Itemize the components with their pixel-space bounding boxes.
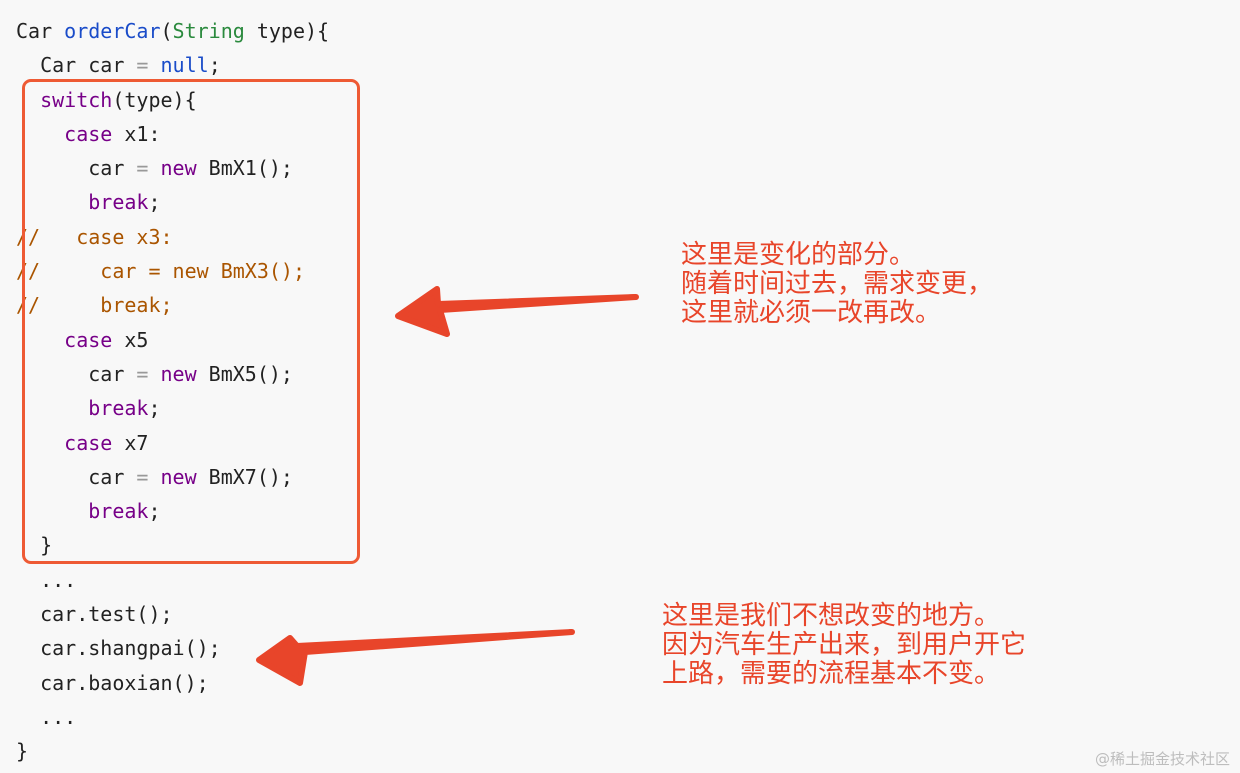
code-token: new bbox=[160, 361, 197, 386]
code-token: break bbox=[88, 396, 149, 421]
code-token: Car bbox=[16, 19, 65, 43]
code-token: new bbox=[160, 464, 197, 489]
annotation-changing-line2: 随着时间过去，需求变更， bbox=[681, 269, 994, 299]
code-line: // break; bbox=[16, 288, 329, 322]
annotation-changing-line3: 这里就必须一改再改。 bbox=[681, 298, 942, 328]
code-token: // break; bbox=[16, 293, 173, 318]
switch-highlight-box bbox=[22, 79, 360, 564]
code-line: } bbox=[16, 734, 329, 768]
code-token: switch bbox=[40, 87, 113, 112]
annotation-stable-line2: 因为汽车生产出来，到用户开它 bbox=[662, 630, 1027, 660]
code-line: car = new BmX7(); bbox=[16, 460, 329, 494]
code-token: x7 bbox=[112, 430, 149, 455]
code-token: = bbox=[136, 53, 149, 78]
code-token: (type){ bbox=[112, 87, 197, 112]
code-token: case bbox=[64, 121, 113, 146]
code-line: car.test(); bbox=[16, 597, 329, 631]
code-line: car = new BmX1(); bbox=[16, 151, 329, 185]
code-token: } bbox=[16, 533, 53, 558]
annotation-changing: 这里是变化的部分。 随着时间过去，需求变更， 这里就必须一改再改。 bbox=[681, 241, 993, 328]
annotation-changing-line1: 这里是变化的部分。 bbox=[681, 240, 916, 270]
code-line: break; bbox=[16, 185, 329, 219]
code-token: = bbox=[136, 156, 149, 181]
code-token: break bbox=[88, 190, 149, 215]
code-token: car bbox=[16, 156, 137, 181]
code-token: BmX7(); bbox=[196, 464, 293, 489]
code-line: ... bbox=[16, 700, 329, 734]
arrow-to-switch bbox=[395, 286, 639, 337]
code-token: break bbox=[88, 499, 149, 524]
code-token: ( bbox=[160, 19, 173, 43]
code-token: = bbox=[136, 361, 149, 386]
code-token: orderCar bbox=[64, 19, 161, 43]
code-token: car bbox=[16, 464, 137, 489]
code-line: car.baoxian(); bbox=[16, 666, 329, 700]
code-token: = bbox=[136, 464, 149, 489]
annotation-stable-line3: 上路，需要的流程基本不变。 bbox=[662, 659, 1001, 689]
code-token: car.test(); bbox=[16, 602, 173, 627]
code-line: break; bbox=[16, 494, 329, 528]
code-token: car bbox=[16, 361, 137, 386]
code-line: case x7 bbox=[16, 426, 329, 460]
code-token: BmX5(); bbox=[196, 361, 293, 386]
arrow-to-flow bbox=[256, 629, 575, 686]
code-line: case x1: bbox=[16, 117, 329, 151]
code-token: x1: bbox=[112, 121, 161, 146]
code-line: car = new BmX5(); bbox=[16, 357, 329, 391]
code-token: BmX1(); bbox=[196, 156, 293, 181]
code-line: // case x3: bbox=[16, 220, 329, 254]
code-line: break; bbox=[16, 391, 329, 425]
code-token: String bbox=[172, 19, 245, 43]
code-token: new bbox=[160, 156, 197, 181]
code-token: ; bbox=[148, 499, 161, 524]
code-token: ... bbox=[16, 704, 77, 729]
code-block: Car orderCar(String type){ Car car = nul… bbox=[16, 14, 329, 769]
code-token: } bbox=[16, 739, 29, 764]
code-line: car.shangpai(); bbox=[16, 631, 329, 665]
code-token: x5 bbox=[112, 327, 149, 352]
code-token: car.shangpai(); bbox=[16, 636, 221, 661]
code-token: // case x3: bbox=[16, 224, 173, 249]
code-token: case bbox=[64, 430, 113, 455]
code-token: ; bbox=[208, 53, 221, 78]
annotation-stable-line1: 这里是我们不想改变的地方。 bbox=[662, 601, 1001, 631]
code-line: } bbox=[16, 528, 329, 562]
watermark: @稀土掘金技术社区 bbox=[1094, 750, 1230, 768]
code-token: ... bbox=[16, 567, 77, 592]
code-token: ; bbox=[148, 396, 161, 421]
code-token: Car car bbox=[16, 53, 137, 78]
annotation-stable: 这里是我们不想改变的地方。 因为汽车生产出来，到用户开它 上路，需要的流程基本不… bbox=[662, 602, 1026, 689]
code-token: type){ bbox=[244, 19, 330, 43]
code-token: car.baoxian(); bbox=[16, 670, 209, 695]
code-token: ; bbox=[148, 190, 161, 215]
code-line: Car car = null; bbox=[16, 48, 329, 82]
code-token: // car = new BmX3(); bbox=[16, 259, 305, 284]
code-line: switch(type){ bbox=[16, 83, 329, 117]
code-line: ... bbox=[16, 563, 329, 597]
code-line: Car orderCar(String type){ bbox=[16, 14, 329, 48]
code-token: case bbox=[64, 327, 113, 352]
code-line: // car = new BmX3(); bbox=[16, 254, 329, 288]
code-line: case x5 bbox=[16, 323, 329, 357]
code-token: null bbox=[160, 53, 209, 78]
